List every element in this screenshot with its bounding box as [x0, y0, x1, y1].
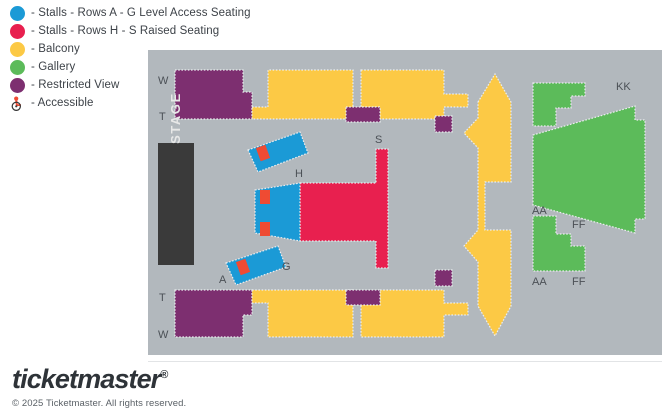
row-label-top-left-lower: T	[159, 111, 166, 123]
section-restricted-view-right-bottom[interactable]	[434, 269, 453, 287]
copyright-text: © 2025 Ticketmaster. All rights reserved…	[12, 398, 187, 409]
section-balcony-bottom-2[interactable]	[360, 289, 469, 338]
legend-item-stalls-level-access: - Stalls - Rows A - G Level Access Seati…	[10, 4, 280, 22]
accessible-marker-upper[interactable]	[255, 144, 271, 162]
section-stalls-level-access-upper[interactable]	[247, 131, 309, 173]
section-restricted-view-right-top[interactable]	[434, 115, 453, 133]
section-gallery-bottom-wing[interactable]	[532, 215, 586, 272]
section-restricted-view-bottom-mid[interactable]	[345, 289, 381, 306]
ticketmaster-logo: ticketmaster®	[12, 366, 186, 393]
row-label-gallery-kk: KK	[616, 81, 631, 93]
legend-item-label: - Accessible	[31, 97, 94, 109]
legend-item-label: - Stalls - Rows H - S Raised Seating	[31, 25, 220, 37]
legend-item-stalls-raised: - Stalls - Rows H - S Raised Seating	[10, 22, 280, 40]
section-gallery-main[interactable]	[532, 105, 646, 234]
footer: ticketmaster® © 2025 Ticketmaster. All r…	[12, 366, 187, 410]
seating-map-svg[interactable]: W T T W H S A G KK AA FF AA FF	[148, 50, 662, 355]
section-restricted-view-top-left[interactable]	[174, 69, 253, 120]
row-label-stalls-h: H	[295, 168, 303, 180]
row-label-gallery-aa-outer: AA	[532, 276, 547, 288]
section-balcony-top-1[interactable]	[251, 69, 354, 120]
section-balcony-top-2[interactable]	[360, 69, 469, 120]
legend-item-label: - Balcony	[31, 43, 80, 55]
circle-icon	[10, 77, 25, 93]
circle-icon	[10, 41, 25, 57]
registered-trademark-icon: ®	[160, 369, 169, 381]
row-label-stalls-s: S	[375, 134, 382, 146]
stage-label: STAGE	[168, 92, 183, 144]
row-label-gallery-aa-inner: AA	[532, 205, 547, 217]
circle-icon	[10, 59, 25, 75]
section-restricted-view-bottom-left[interactable]	[174, 289, 253, 338]
legend-item-accessible: - Accessible	[10, 94, 280, 112]
section-stalls-level-access-lower[interactable]	[225, 245, 287, 286]
wheelchair-icon	[10, 96, 25, 111]
section-stalls-raised-h-s[interactable]	[299, 148, 389, 269]
footer-divider	[148, 361, 662, 362]
row-label-bottom-left-upper: T	[159, 292, 166, 304]
ticketmaster-wordmark: ticketmaster	[12, 364, 161, 394]
section-balcony-bottom-1[interactable]	[251, 289, 354, 338]
section-restricted-view-top-mid[interactable]	[345, 106, 381, 123]
seating-map[interactable]: W T T W H S A G KK AA FF AA FF	[148, 50, 662, 355]
accessible-marker-lower[interactable]	[235, 258, 251, 276]
row-label-top-left-upper: W	[158, 75, 169, 87]
legend-item-restricted-view: - Restricted View	[10, 76, 280, 94]
row-label-stalls-g: G	[282, 261, 291, 273]
circle-icon	[10, 23, 25, 39]
accessible-marker-centre-top[interactable]	[260, 190, 270, 204]
row-label-gallery-ff-inner: FF	[572, 219, 586, 231]
row-label-stalls-a: A	[219, 274, 227, 286]
section-balcony-right[interactable]	[463, 72, 512, 338]
circle-icon	[10, 5, 25, 21]
accessible-marker-centre-bottom[interactable]	[260, 222, 270, 236]
legend-item-label: - Restricted View	[31, 79, 120, 91]
row-label-bottom-left-lower: W	[158, 329, 169, 341]
legend-item-label: - Stalls - Rows A - G Level Access Seati…	[31, 7, 251, 19]
row-label-gallery-ff-outer: FF	[572, 276, 586, 288]
legend-item-balcony: - Balcony	[10, 40, 280, 58]
section-gallery-top-wing[interactable]	[532, 82, 586, 127]
legend-item-gallery: - Gallery	[10, 58, 280, 76]
stage-block: STAGE	[158, 92, 194, 265]
legend: - Stalls - Rows A - G Level Access Seati…	[10, 4, 280, 112]
legend-item-label: - Gallery	[31, 61, 76, 73]
